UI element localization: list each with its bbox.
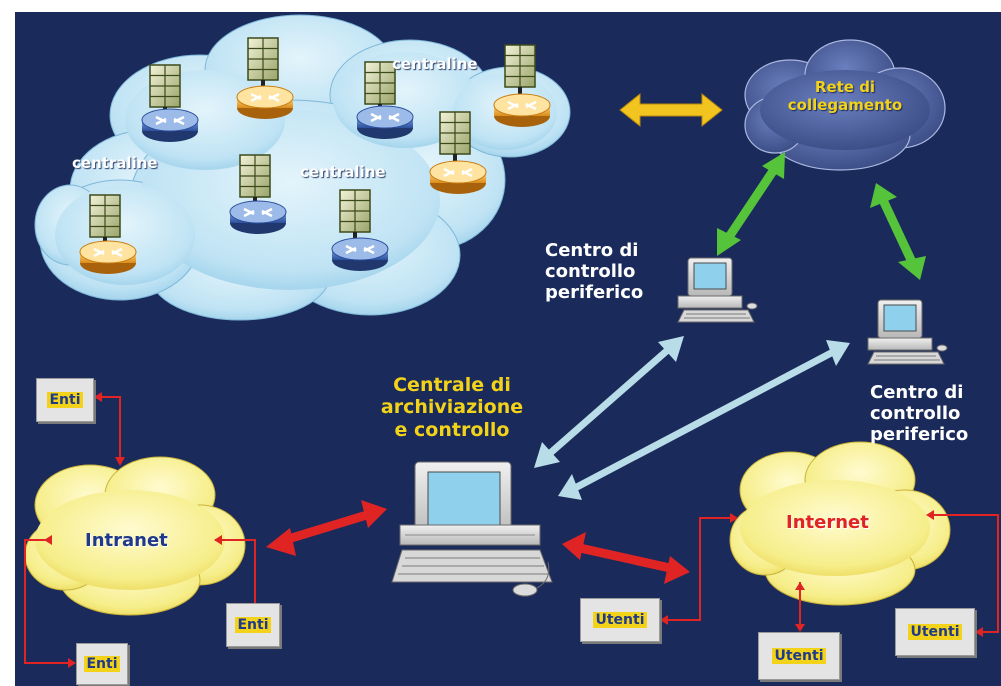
centro2-line3: periferico [870,424,969,446]
centro1-line1: Centro di [545,240,639,261]
centro-periferico-2-label: Centro di controllo periferico [870,382,968,446]
network-cloud [744,39,946,171]
centrale-line3: e controllo [394,418,510,441]
centraline-label-mid: centraline [300,163,386,181]
utenti-box: Utenti [580,598,660,642]
centrale-line2: archiviazione [380,396,524,419]
utenti-box-label: Utenti [772,648,826,664]
utenti-box: Utenti [758,632,840,680]
intranet-cloud [24,456,246,616]
centro2-line1: Centro di [870,382,964,403]
arrow-network-to-centro1 [717,152,785,256]
arrow-centrale-to-intranet [266,500,387,556]
enti-box: Enti [226,603,280,647]
internet-label: Internet [786,512,869,533]
enti-box: Enti [76,643,128,685]
centro-periferico-1-label: Centro di controllo periferico [545,240,643,304]
centro1-line3: periferico [545,282,644,304]
utenti-box: Utenti [895,608,975,656]
rete-label: Rete di collegamento [775,78,915,114]
utenti-box-label: Utenti [593,612,647,628]
enti-box-label: Enti [84,656,120,672]
intranet-connector-arrowheads [44,392,246,668]
arrow-sensors-to-network [619,92,723,128]
enti-box-label: Enti [47,392,83,408]
centro2-line2: controllo [870,403,961,425]
centrale-computer-icon [391,461,553,597]
arrow-centrale-to-centro2 [558,340,850,500]
arrow-centrale-to-internet [562,532,690,584]
rete-label-line1: Rete di [814,78,876,96]
centrale-label: Centrale di archiviazione e controllo [367,374,537,441]
enti-box: Enti [36,378,94,422]
rete-label-line2: collegamento [787,95,903,114]
internet-cloud [729,441,951,606]
centrale-line1: Centrale di [393,374,511,396]
centro1-line2: controllo [545,261,636,283]
intranet-label: Intranet [85,530,168,551]
internet-connector-arrowheads [660,510,983,637]
enti-box-label: Enti [235,617,271,633]
arrow-network-to-centro2 [870,183,926,280]
utenti-box-label: Utenti [908,624,962,640]
centraline-label-left: centraline [72,154,158,172]
centraline-label-top: centraline [392,55,478,73]
arrow-centrale-to-centro1 [534,336,684,468]
